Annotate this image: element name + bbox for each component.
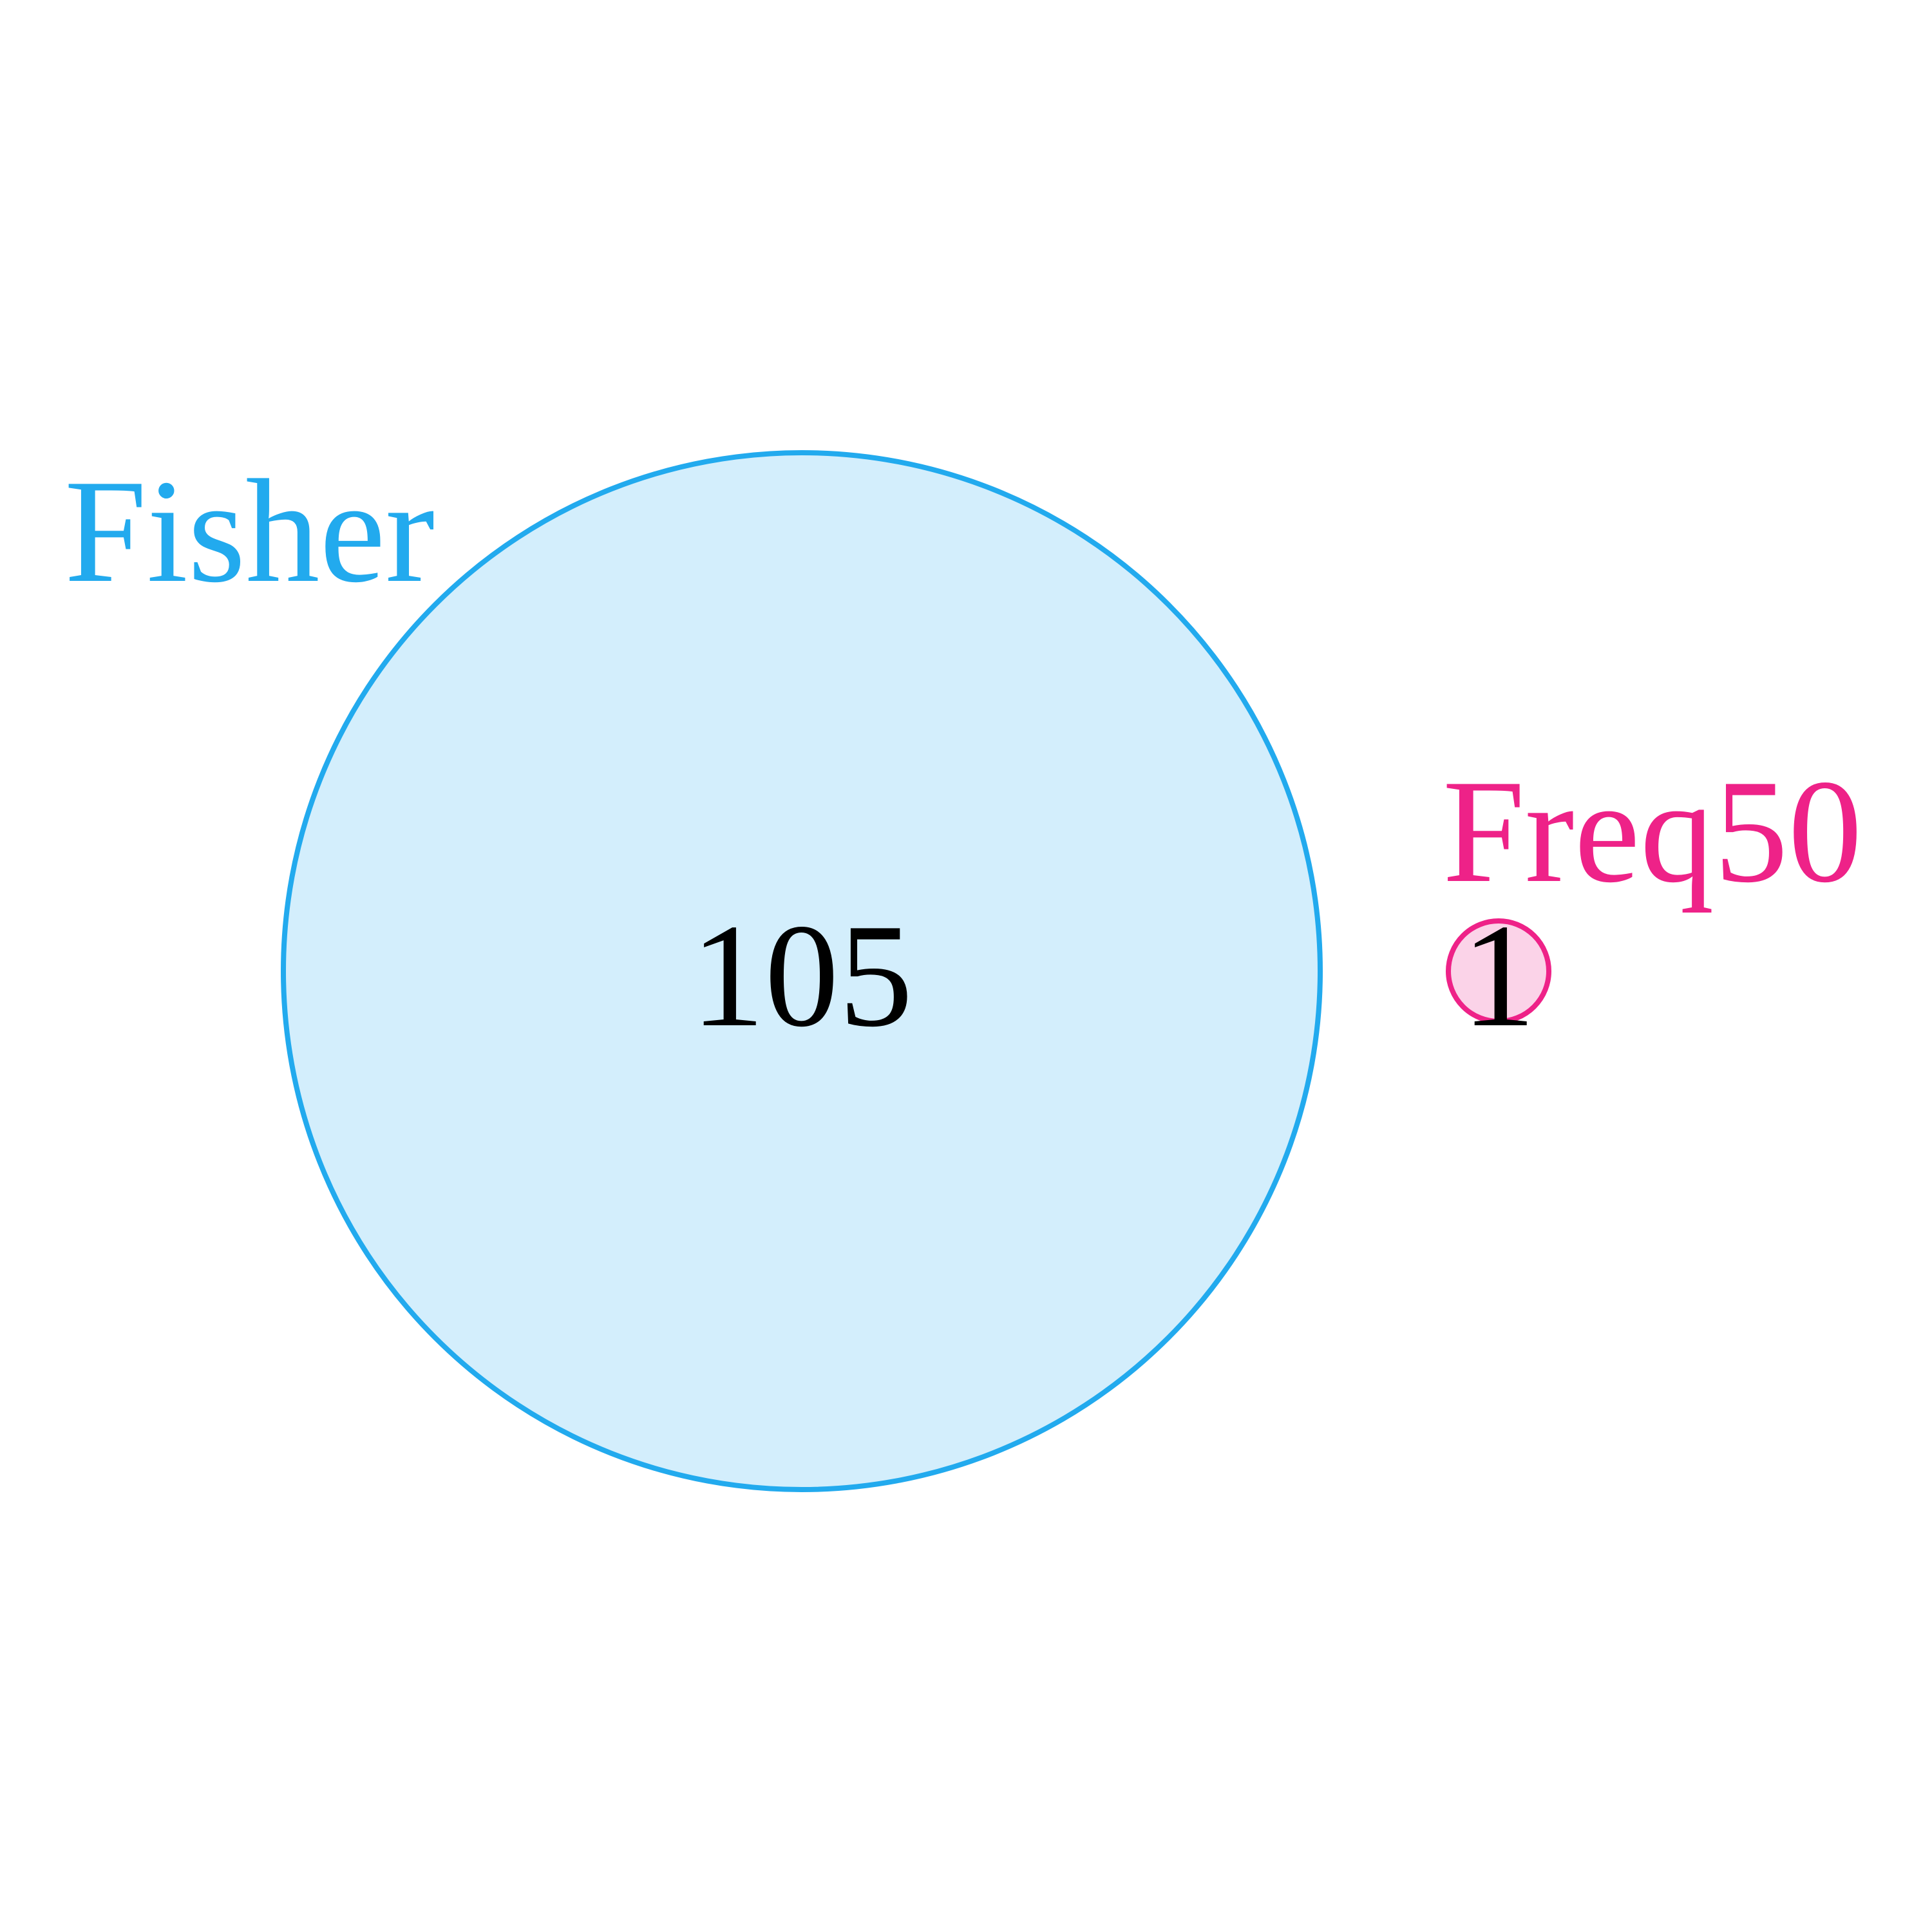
- set-count-freq50: 1: [1462, 893, 1536, 1057]
- set-count-fisher: 105: [691, 893, 913, 1057]
- set-label-fisher: Fisher: [64, 449, 435, 613]
- set-circle-freq50: [1446, 918, 1551, 1024]
- set-label-freq50: Freq50: [1443, 749, 1862, 913]
- set-circle-fisher: [281, 450, 1323, 1492]
